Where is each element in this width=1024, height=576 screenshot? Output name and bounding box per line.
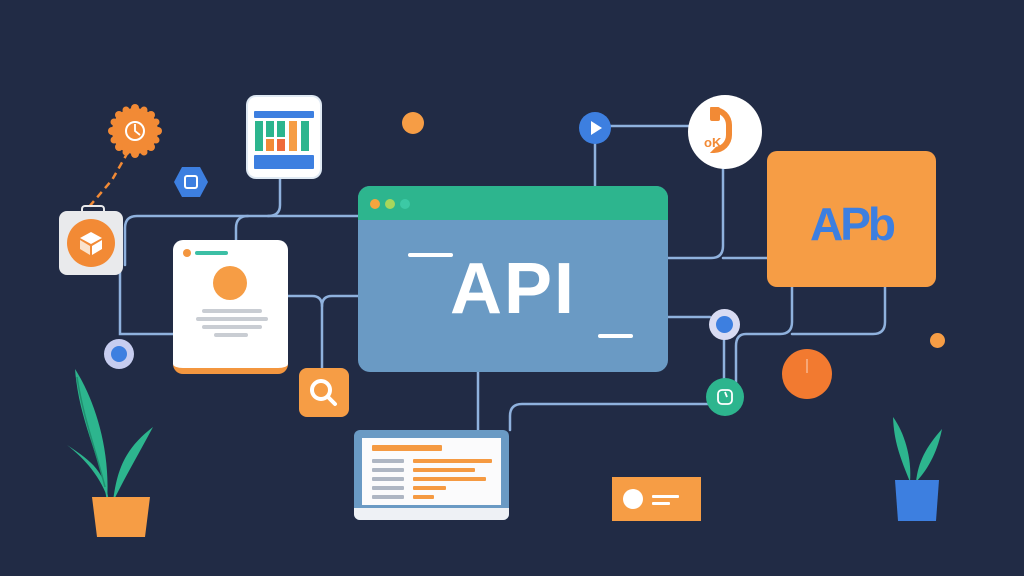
timer-icon bbox=[717, 389, 733, 405]
id-card[interactable] bbox=[612, 477, 701, 521]
connection-node-right[interactable] bbox=[709, 309, 740, 340]
dashboard-footer-bar bbox=[254, 155, 314, 169]
dashboard-chart-icon bbox=[255, 121, 313, 151]
status-ok-arc-icon bbox=[710, 107, 732, 153]
connection-node-left[interactable] bbox=[104, 339, 134, 369]
plant-right bbox=[890, 417, 950, 522]
plant-leaves-icon bbox=[67, 369, 153, 502]
status-ok-circle[interactable]: oK bbox=[688, 95, 762, 169]
gear-badge-icon bbox=[108, 104, 162, 158]
window-dot-teal bbox=[400, 199, 410, 209]
cursor-dash-top bbox=[408, 253, 453, 257]
package-handle bbox=[81, 205, 105, 215]
decor-dot-orange bbox=[402, 112, 424, 134]
package-card[interactable] bbox=[59, 205, 123, 275]
gear-badge[interactable] bbox=[108, 104, 162, 158]
dashboard-card[interactable] bbox=[248, 97, 320, 177]
window-title-bar bbox=[358, 186, 668, 220]
window-dot-lime bbox=[385, 199, 395, 209]
api-badge-card[interactable]: APb bbox=[767, 151, 936, 287]
cursor-dash-bottom bbox=[598, 334, 633, 338]
api-badge-label: APb bbox=[810, 198, 896, 250]
plant-left bbox=[65, 367, 155, 537]
plant-pot-blue bbox=[895, 480, 939, 521]
search-button[interactable] bbox=[299, 368, 349, 417]
api-window[interactable]: API bbox=[358, 186, 668, 372]
plant-pot-orange bbox=[92, 497, 150, 537]
user-profile-card[interactable] bbox=[173, 240, 288, 374]
window-dot-orange bbox=[370, 199, 380, 209]
timer-button[interactable] bbox=[706, 378, 744, 416]
status-ok-label: oK bbox=[704, 135, 722, 150]
user-profile-icon bbox=[213, 266, 247, 300]
hexagon-refresh-icon bbox=[174, 167, 208, 197]
hexagon-refresh-button[interactable] bbox=[173, 166, 209, 198]
decor-dot-orange-small bbox=[930, 333, 945, 348]
api-label: API bbox=[449, 249, 577, 329]
play-icon bbox=[591, 121, 602, 135]
package-box-icon bbox=[80, 232, 102, 255]
play-button[interactable] bbox=[579, 112, 611, 144]
id-avatar-icon bbox=[623, 489, 643, 509]
search-icon bbox=[310, 379, 337, 406]
code-listing-card[interactable] bbox=[354, 430, 509, 520]
dashboard-header-bar bbox=[254, 111, 314, 118]
decor-circle-orange-large bbox=[782, 349, 832, 399]
plant-leaves-icon bbox=[893, 417, 942, 482]
